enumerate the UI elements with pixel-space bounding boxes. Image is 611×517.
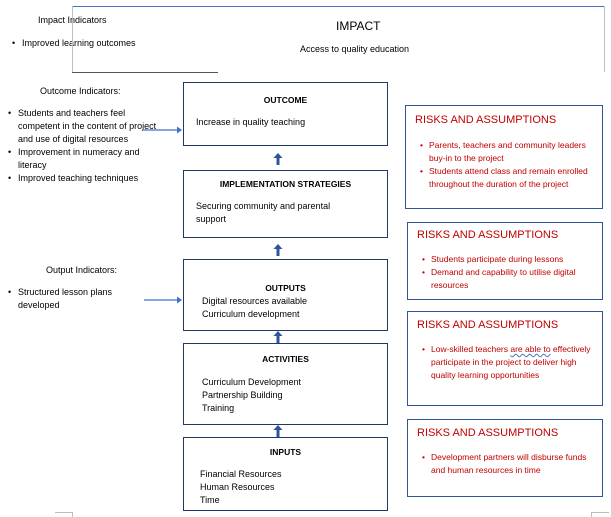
risk-item: Low-skilled teachers are able to effecti… (422, 343, 598, 382)
outputs-line: Digital resources available (202, 296, 308, 306)
implementation-line: Securing community and parental (196, 201, 331, 211)
risk-item-text-flagged: are able to (510, 344, 551, 354)
output-indicator-item: Structured lesson plans developed (8, 286, 148, 312)
impact-frame-right (604, 6, 605, 72)
impact-text: Access to quality education (300, 44, 410, 54)
activities-box: ACTIVITIES Curriculum Development Partne… (183, 343, 388, 425)
outcome-indicator-item: Students and teachers feel competent in … (8, 107, 158, 146)
outcome-indicator-item: Improvement in numeracy and literacy (8, 146, 158, 172)
outcome-indicators-list: Students and teachers feel competent in … (8, 107, 158, 185)
risk-title: RISKS AND ASSUMPTIONS (417, 427, 559, 439)
corner-mark (72, 512, 73, 517)
risk-item: Development partners will disburse funds… (422, 451, 598, 477)
outputs-line: Curriculum development (202, 309, 300, 319)
activities-line: Curriculum Development (202, 377, 302, 387)
outcome-text: Increase in quality teaching (196, 117, 306, 127)
impact-frame-bottom (72, 72, 218, 73)
up-arrow-icon (273, 331, 283, 343)
outcome-arrow-icon (144, 126, 182, 134)
outcome-indicator-item: Improved teaching techniques (8, 172, 158, 185)
risk-box-1: RISKS AND ASSUMPTIONS Parents, teachers … (405, 105, 603, 209)
outcome-box: OUTCOME Increase in quality teaching (183, 82, 388, 146)
output-indicators-list: Structured lesson plans developed (8, 286, 148, 312)
risk-box-2: RISKS AND ASSUMPTIONS Students participa… (407, 222, 603, 300)
implementation-box: IMPLEMENTATION STRATEGIES Securing commu… (183, 170, 388, 238)
outputs-title: OUTPUTS (265, 283, 306, 293)
inputs-box: INPUTS Financial Resources Human Resourc… (183, 437, 388, 511)
outcome-title: OUTCOME (263, 95, 308, 105)
outcome-indicators-title: Outcome Indicators: (40, 86, 121, 96)
corner-mark (55, 512, 73, 513)
risk-item-text: Low-skilled teachers (431, 344, 511, 354)
risk-item: Students participate during lessons (422, 253, 598, 266)
impact-frame-top (72, 6, 605, 7)
risk-item: Parents, teachers and community leaders … (420, 139, 598, 165)
corner-mark (591, 512, 592, 517)
implementation-title: IMPLEMENTATION STRATEGIES (219, 179, 352, 189)
activities-line: Partnership Building (202, 390, 283, 400)
inputs-text: Financial Resources Human Resources Time (200, 468, 282, 507)
up-arrow-icon (273, 153, 283, 165)
output-indicators-title: Output Indicators: (46, 265, 118, 275)
impact-title: IMPACT (336, 19, 381, 33)
inputs-title: INPUTS (269, 447, 302, 457)
risk-title: RISKS AND ASSUMPTIONS (417, 319, 559, 331)
impact-indicators-list: Improved learning outcomes (12, 37, 182, 50)
corner-mark (591, 512, 609, 513)
impact-indicator-item: Improved learning outcomes (12, 37, 182, 50)
implementation-text: Securing community and parental support (196, 200, 330, 226)
risk-item: Students attend class and remain enrolle… (420, 165, 598, 191)
risk-title: RISKS AND ASSUMPTIONS (415, 114, 557, 126)
activities-title: ACTIVITIES (262, 354, 309, 364)
inputs-line: Time (200, 495, 220, 505)
activities-text: Curriculum Development Partnership Build… (202, 376, 301, 415)
impact-frame-left (72, 6, 73, 72)
activities-line: Training (202, 403, 235, 413)
risk-title: RISKS AND ASSUMPTIONS (417, 229, 559, 241)
implementation-line: support (196, 214, 227, 224)
up-arrow-icon (273, 244, 283, 256)
risk-box-4: RISKS AND ASSUMPTIONS Development partne… (407, 419, 603, 497)
up-arrow-icon (273, 425, 283, 437)
risk-item: Demand and capability to utilise digital… (422, 266, 598, 292)
risk-item-text: effectively participate in the project t… (431, 344, 591, 380)
outputs-box: OUTPUTS Digital resources available Curr… (183, 259, 388, 331)
risk-box-3: RISKS AND ASSUMPTIONS Low-skilled teache… (407, 311, 603, 406)
output-arrow-icon (144, 296, 182, 304)
inputs-line: Human Resources (200, 482, 275, 492)
outputs-text: Digital resources available Curriculum d… (202, 295, 307, 321)
inputs-line: Financial Resources (200, 469, 282, 479)
